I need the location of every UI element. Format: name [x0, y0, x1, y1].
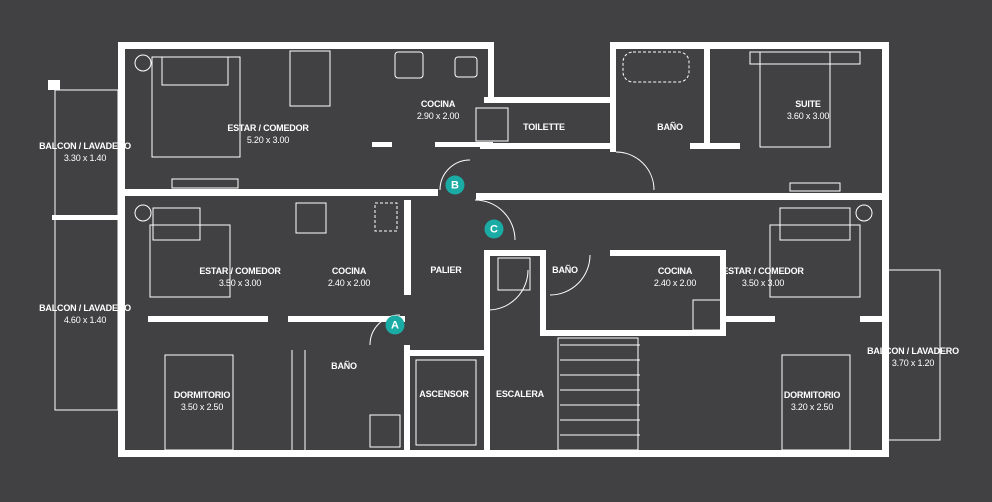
room-name: ASCENSOR [419, 389, 469, 399]
room-toilette: TOILETTE [523, 121, 565, 133]
room-name: COCINA [331, 266, 367, 276]
room-name: BAÑO [552, 265, 578, 275]
room-dims: 2.40 x 2.00 [653, 278, 697, 288]
room-bano-3: BAÑO [331, 360, 357, 372]
room-dims: 3.60 x 3.00 [786, 111, 830, 121]
room-name: BAÑO [657, 122, 683, 132]
room-cocina-2: COCINA 2.40 x 2.00 [327, 265, 371, 289]
room-dims: 2.90 x 2.00 [416, 111, 460, 121]
room-dormitorio-2: DORMITORIO 3.20 x 2.50 [783, 389, 841, 413]
room-name: ESTAR / COMEDOR [227, 123, 309, 133]
room-name: BALCON / LAVADERO [867, 346, 959, 356]
room-suite: SUITE 3.60 x 3.00 [786, 98, 830, 122]
room-name: BAÑO [331, 361, 357, 371]
room-balcon-lavadero-2: BALCON / LAVADERO 4.60 x 1.40 [39, 302, 131, 326]
room-estar-comedor-3: ESTAR / COMEDOR 3.50 x 3.00 [722, 265, 804, 289]
room-estar-comedor-1: ESTAR / COMEDOR 5.20 x 3.00 [227, 122, 309, 146]
room-name: DORMITORIO [783, 390, 841, 400]
room-balcon-lavadero-1: BALCON / LAVADERO 3.30 x 1.40 [39, 140, 131, 164]
room-name: COCINA [657, 266, 693, 276]
room-name: ESTAR / COMEDOR [199, 266, 281, 276]
room-dims: 3.20 x 2.50 [790, 402, 834, 412]
unit-marker-b[interactable]: B [445, 175, 465, 195]
room-name: ESTAR / COMEDOR [722, 266, 804, 276]
unit-marker-a[interactable]: A [385, 315, 405, 335]
room-palier: PALIER [430, 264, 461, 276]
room-ascensor: ASCENSOR [419, 388, 469, 400]
room-name: PALIER [430, 265, 462, 275]
room-name: TOILETTE [523, 122, 565, 132]
room-name: DORMITORIO [173, 390, 231, 400]
thin-lines [54, 50, 941, 451]
room-name: BALCON / LAVADERO [39, 303, 131, 313]
room-dims: 3.50 x 3.00 [741, 278, 785, 288]
room-dims: 3.50 x 3.00 [218, 278, 262, 288]
room-cocina-3: COCINA 2.40 x 2.00 [653, 265, 697, 289]
room-dims: 3.30 x 1.40 [63, 153, 107, 163]
room-dims: 3.50 x 2.50 [180, 402, 224, 412]
room-bano-1: BAÑO [657, 121, 683, 133]
room-name: BALCON / LAVADERO [39, 141, 131, 151]
room-bano-2: BAÑO [552, 264, 578, 276]
room-balcon-lavadero-3: BALCON / LAVADERO 3.70 x 1.20 [867, 345, 959, 369]
room-dims: 3.70 x 1.20 [891, 358, 935, 368]
walls [48, 42, 889, 457]
unit-marker-c[interactable]: C [484, 219, 504, 239]
room-escalera: ESCALERA [496, 388, 544, 400]
room-dormitorio-1: DORMITORIO 3.50 x 2.50 [173, 389, 231, 413]
room-estar-comedor-2: ESTAR / COMEDOR 3.50 x 3.00 [199, 265, 281, 289]
room-cocina-1: COCINA 2.90 x 2.00 [416, 98, 460, 122]
room-dims: 5.20 x 3.00 [246, 135, 290, 145]
room-dims: 4.60 x 1.40 [63, 315, 107, 325]
room-name: SUITE [795, 99, 821, 109]
room-name: ESCALERA [496, 389, 544, 399]
room-name: COCINA [420, 99, 456, 109]
room-dims: 2.40 x 2.00 [327, 278, 371, 288]
